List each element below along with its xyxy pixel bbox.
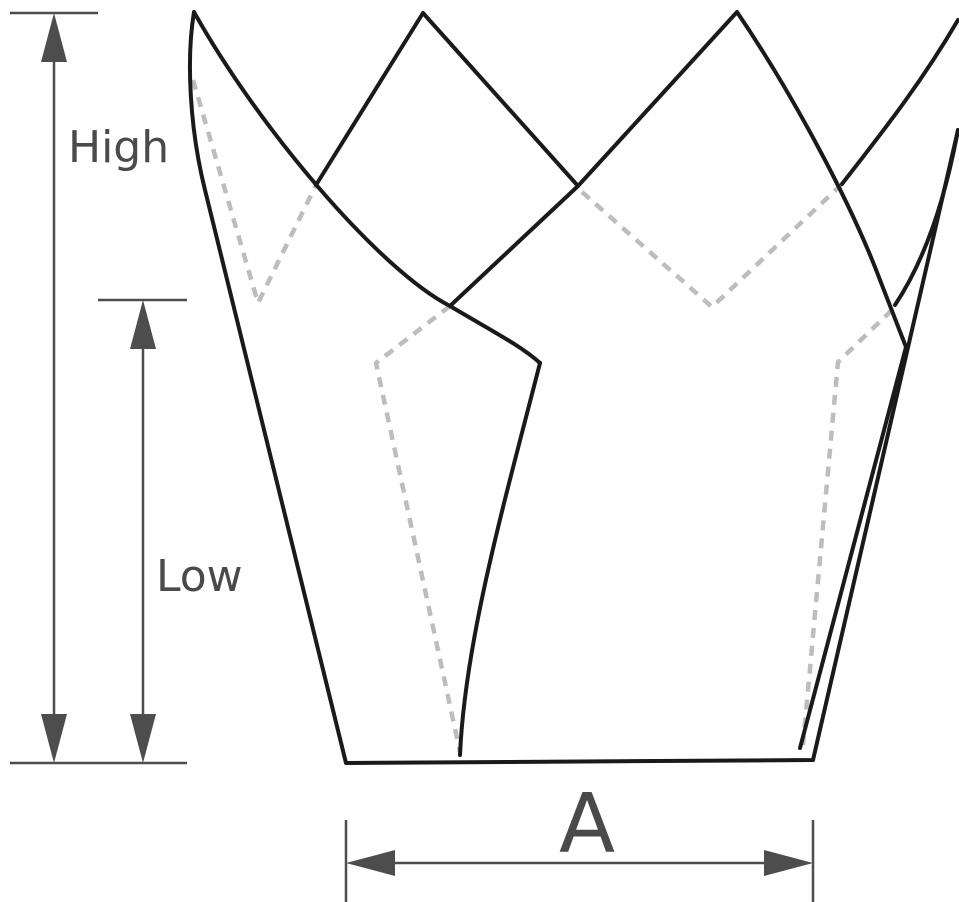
low-label: Low — [156, 551, 243, 602]
width-left-arrowhead — [346, 850, 395, 876]
hidden-left-inner-fold — [190, 79, 319, 306]
back-left-petal — [314, 11, 580, 188]
low-top-arrowhead — [130, 300, 156, 349]
center-petal-edge — [448, 10, 908, 349]
hidden-right-inside-edge — [800, 308, 894, 746]
right-petal-inner-curve — [893, 128, 959, 307]
cup-body-outline — [187, 10, 959, 765]
high-top-arrowhead — [41, 13, 67, 62]
hidden-fold-lines — [190, 79, 894, 753]
dimension-lines — [10, 11, 815, 902]
width-a-label: A — [559, 777, 615, 872]
tulip-cup-outline — [187, 10, 959, 765]
back-right-petal — [840, 18, 959, 186]
hidden-left-inside-edge — [373, 304, 463, 753]
hidden-center-fold — [580, 182, 844, 310]
width-right-arrowhead — [764, 850, 813, 876]
low-bottom-arrowhead — [130, 714, 156, 763]
high-label: High — [68, 122, 169, 173]
left-petal-edge — [192, 10, 542, 365]
high-bottom-arrowhead — [41, 714, 67, 763]
right-inner-edge — [798, 345, 908, 750]
front-flap-edge — [458, 361, 542, 757]
